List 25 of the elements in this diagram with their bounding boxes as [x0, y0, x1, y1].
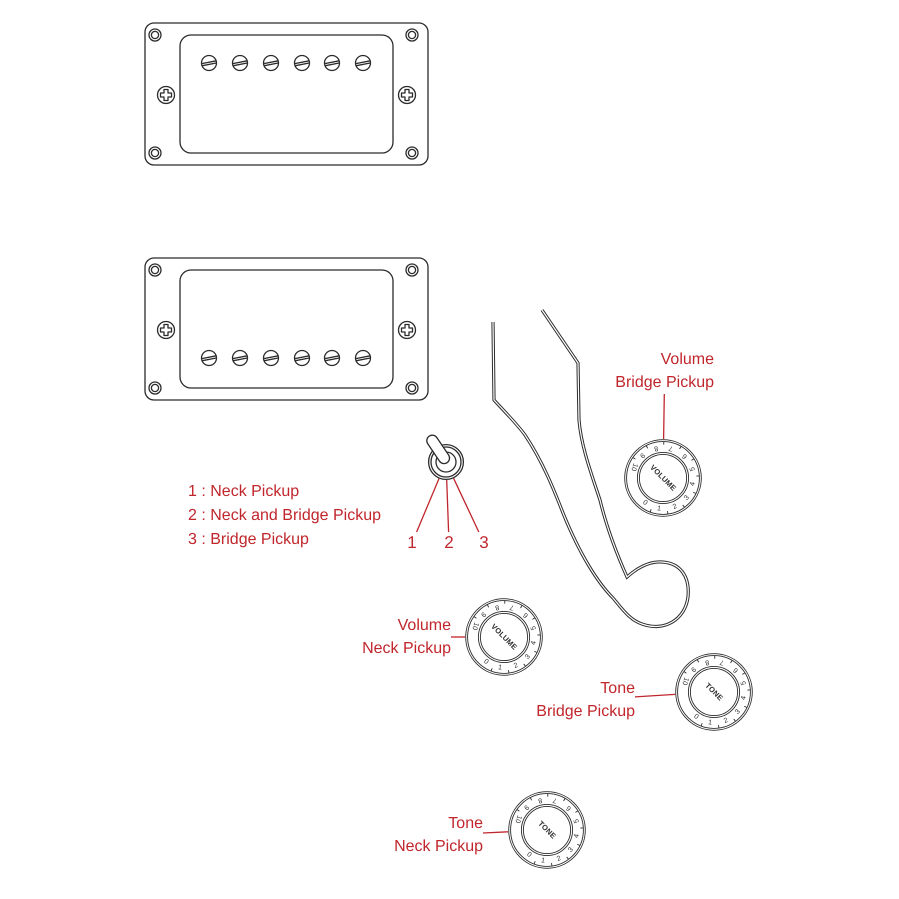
position-number: 3 — [476, 532, 492, 554]
position-number: 2 — [441, 532, 457, 554]
control-knob — [624, 439, 702, 517]
knob-caption: Volume — [398, 616, 451, 636]
switch-position-note: 1 : Neck Pickup — [188, 482, 300, 502]
knob-caption: Neck Pickup — [362, 639, 451, 659]
leader-line — [416, 478, 440, 532]
knob-caption: Bridge Pickup — [536, 702, 635, 722]
leader-line — [453, 478, 480, 532]
leader-line — [662, 394, 665, 440]
leader-line — [446, 480, 450, 532]
position-number: 1 — [404, 532, 420, 554]
control-knob — [465, 598, 543, 676]
knob-caption: Volume — [660, 350, 714, 370]
leader-line — [451, 636, 465, 638]
control-knob — [675, 653, 753, 731]
knob-caption: Neck Pickup — [394, 837, 483, 857]
switch-position-note: 3 : Bridge Pickup — [188, 530, 309, 550]
knob-caption: Tone — [448, 814, 483, 834]
knob-caption: Tone — [600, 679, 635, 699]
leader-line — [482, 831, 508, 834]
knob-caption: Bridge Pickup — [615, 373, 714, 393]
leader-line — [634, 694, 676, 698]
switch-position-note: 2 : Neck and Bridge Pickup — [188, 506, 381, 526]
control-knob — [508, 791, 586, 869]
